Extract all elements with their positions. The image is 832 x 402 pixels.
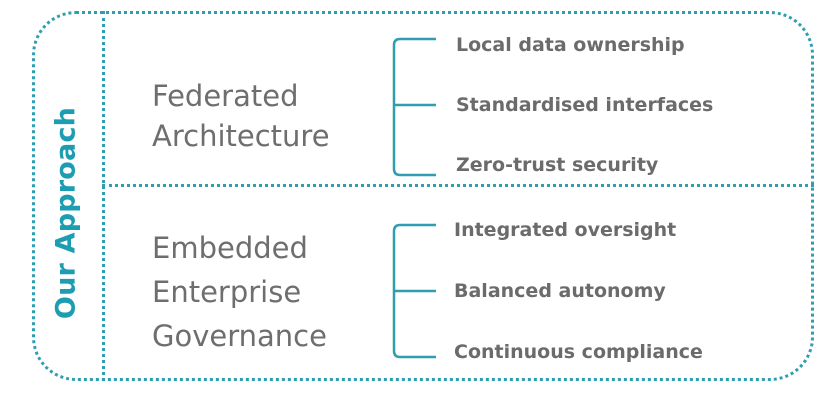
section-title-line: Enterprise [152, 275, 302, 309]
section-divider [102, 184, 814, 187]
section-title-line: Embedded [152, 231, 308, 265]
list-item: Zero-trust security [456, 154, 659, 176]
section-title-line: Architecture [152, 119, 330, 153]
list-item: Continuous compliance [454, 341, 703, 363]
list-item: Integrated oversight [454, 219, 677, 241]
list-item: Balanced autonomy [454, 280, 666, 302]
bracket-governance [392, 223, 436, 359]
section-title-embedded-enterprise-governance: Embedded Enterprise Governance [152, 226, 327, 358]
approach-frame [32, 11, 814, 381]
list-item: Standardised interfaces [456, 94, 714, 116]
section-title-line: Governance [152, 319, 327, 353]
list-item: Local data ownership [456, 34, 685, 56]
vertical-divider [102, 11, 105, 381]
side-label: Our Approach [50, 106, 82, 320]
section-title-federated-architecture: Federated Architecture [152, 76, 330, 156]
bracket-federated [392, 37, 436, 177]
section-title-line: Federated [152, 79, 299, 113]
